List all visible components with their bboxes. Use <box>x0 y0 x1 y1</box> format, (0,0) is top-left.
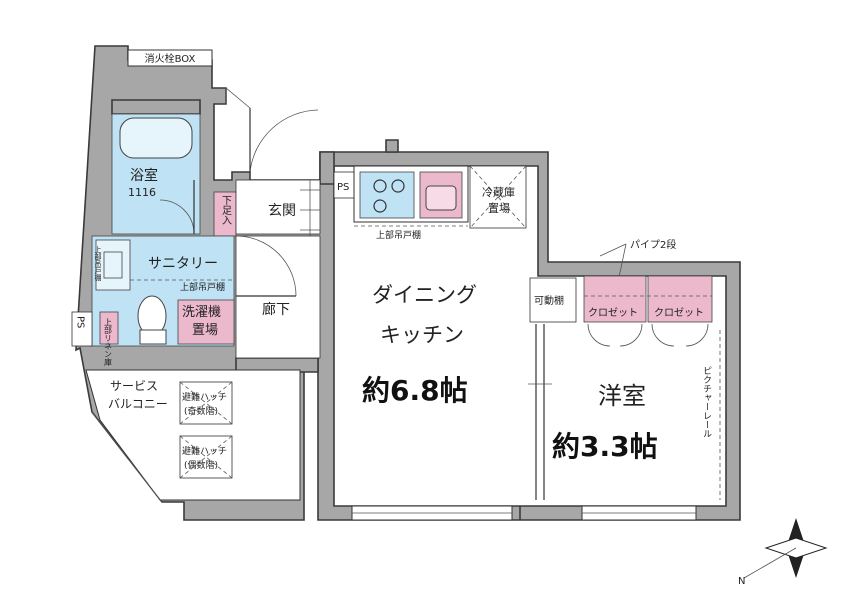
hatch-1-label-line2: (奇数階) <box>184 405 218 417</box>
bathroom: 浴室 1116 <box>111 113 201 235</box>
upper-shelf-label: 上部吊戸棚 <box>180 281 225 293</box>
compass: N <box>738 518 828 587</box>
closet-1-label: クロゼット <box>588 307 638 319</box>
washer-area-label-line2: 置場 <box>192 323 218 338</box>
picture-rail-label: ピクチャーレール <box>701 366 712 438</box>
shoe-cabinet-label: 下足入 <box>220 195 232 225</box>
bathroom-label: 浴室 <box>130 167 158 184</box>
kitchen-upper-cabinet-label: 上部吊戸棚 <box>376 229 421 241</box>
ps-top-label: PS <box>337 182 349 193</box>
hatch-1-label-line1: 避難ハッチ <box>182 391 227 403</box>
western-room: 洋室 約3.3帖 ピクチャーレール <box>552 330 721 500</box>
western-room-size: 約3.3帖 <box>552 430 658 463</box>
sliding-partition <box>528 324 552 500</box>
windows <box>351 505 697 521</box>
sanitary-upper-cabinet-label: 上部吊戸棚 <box>94 245 102 282</box>
entrance-label: 玄関 <box>268 202 296 219</box>
fire-hydrant-box-label: 消火栓BOX <box>145 52 196 65</box>
compass-north-label: N <box>738 576 745 587</box>
pipe-two-levels-label: パイプ2段 <box>630 238 676 251</box>
dining-kitchen: ダイニング キッチン 約6.8帖 <box>362 283 477 407</box>
bathroom-size-label: 1116 <box>128 186 156 199</box>
ps-left-label: PS <box>75 316 86 328</box>
movable-shelf-label: 可動棚 <box>534 294 564 307</box>
dining-kitchen-size: 約6.8帖 <box>362 374 468 407</box>
service-balcony-label-line1: サービス <box>110 379 158 393</box>
service-balcony-label-line2: バルコニー <box>108 397 168 411</box>
dining-kitchen-label-line2: キッチン <box>380 323 464 347</box>
dining-kitchen-label-line1: ダイニング <box>372 283 477 307</box>
fridge-label-line1: 冷蔵庫 <box>482 185 515 199</box>
ps-left: PS <box>71 311 93 347</box>
fridge-label-line2: 置場 <box>488 202 510 215</box>
sanitary-room: 上部吊戸棚 サニタリー 上部吊戸棚 上部リネン庫 洗濯機 置場 <box>91 235 235 367</box>
kitchen-counter: 冷蔵庫 置場 上部吊戸棚 <box>353 165 527 241</box>
western-room-label: 洋室 <box>598 382 646 410</box>
movable-shelf: 可動棚 <box>529 277 577 323</box>
closets: パイプ2段 クロゼット クロゼット <box>583 238 713 347</box>
hallway-label: 廊下 <box>262 301 290 318</box>
service-balcony: サービス バルコニー 避難ハッチ (奇数階) 避難ハッチ (偶数階) <box>85 369 301 503</box>
sanitary-label: サニタリー <box>148 256 218 272</box>
toilet-cabinet-label: 上部リネン庫 <box>104 318 113 367</box>
ps-top: PS <box>333 171 355 199</box>
fire-hydrant-box: 消火栓BOX <box>127 49 213 67</box>
entrance-area: 下足入 玄関 <box>213 87 321 270</box>
hatch-2-label-line2: (偶数階) <box>184 459 218 471</box>
hatch-2-label-line1: 避難ハッチ <box>182 445 227 457</box>
washer-area-label-line1: 洗濯機 <box>182 305 221 320</box>
closet-2-label: クロゼット <box>654 307 704 319</box>
